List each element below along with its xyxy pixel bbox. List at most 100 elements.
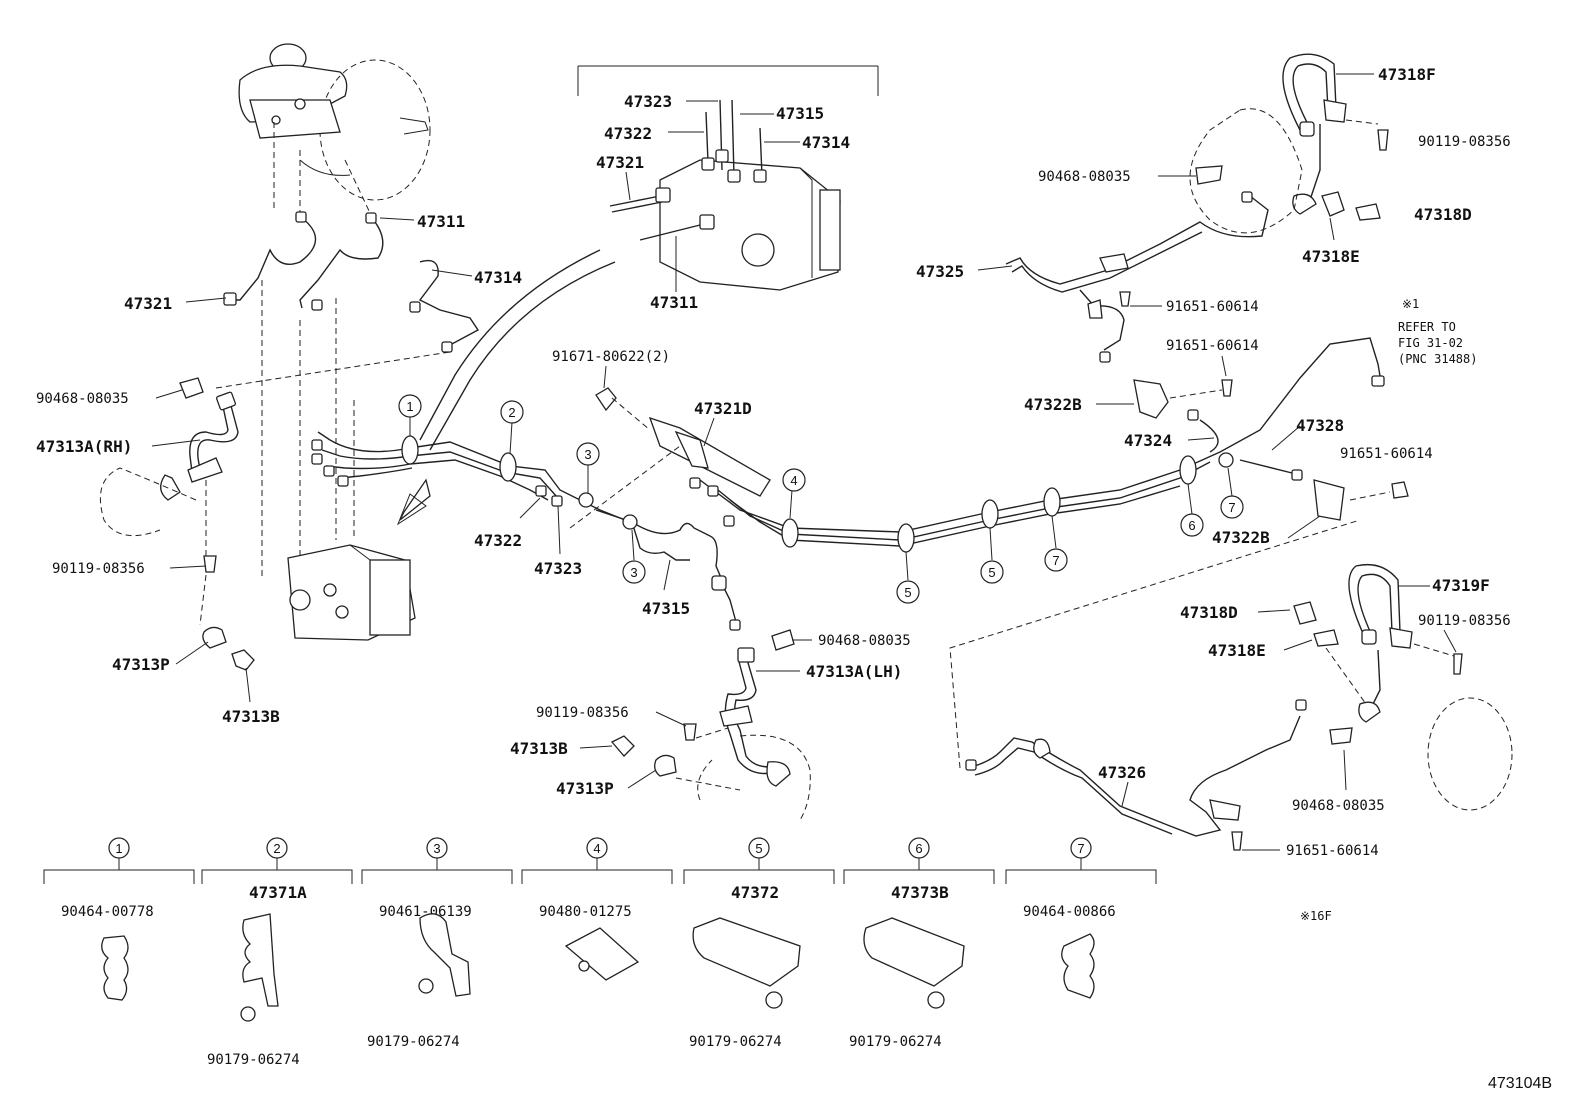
- label-91651-a: 91651-60614: [1166, 299, 1259, 315]
- label-47322-inset: 47322: [604, 124, 652, 143]
- label-47328: 47328: [1296, 416, 1344, 435]
- callout-1: 1: [406, 399, 413, 414]
- label-47321-inset: 47321: [596, 153, 644, 172]
- label-91651-b: 91651-60614: [1166, 338, 1259, 354]
- note-16f: ※16F: [1300, 909, 1332, 923]
- label-47326: 47326: [1098, 763, 1146, 782]
- label-47314-master: 47314: [474, 268, 522, 287]
- label-47318d-rh: 47318D: [1414, 205, 1472, 224]
- clip-nut-6: [927, 991, 945, 1009]
- clamp-shape-6: [863, 917, 965, 987]
- label-47325: 47325: [916, 262, 964, 281]
- callout-3b: 3: [630, 565, 637, 580]
- clip-nut-2: [240, 1006, 256, 1022]
- legend-callout-7: 7: [1077, 841, 1084, 856]
- note-refer-line2: FIG 31-02: [1398, 336, 1463, 350]
- label-47313b-lh: 47313B: [510, 739, 568, 758]
- label-47315-inset: 47315: [776, 104, 824, 123]
- label-90468-rh: 90468-08035: [36, 391, 129, 407]
- legend-part-label-1: 90464-00778: [61, 904, 154, 920]
- label-47323-inset: 47323: [624, 92, 672, 111]
- brackets-47322b: [1133, 379, 1409, 521]
- legend-top-label-6: 47373B: [891, 883, 949, 902]
- master-cylinder-assembly: [238, 43, 431, 201]
- callout-5b: 5: [988, 565, 995, 580]
- legend-callout-1: 1: [115, 841, 122, 856]
- legend-part-label-7: 90464-00866: [1023, 904, 1116, 920]
- clamp-group-7: 7 90464-00866: [1005, 837, 1157, 999]
- legend-callout-2: 2: [273, 841, 280, 856]
- rear-rh-flex-hose: [1189, 53, 1389, 234]
- label-47313a-lh: 47313A(LH): [806, 662, 902, 681]
- clip-nut-3: [418, 978, 434, 994]
- label-47313p-rh: 47313P: [112, 655, 170, 674]
- clamp-shape-3: [419, 913, 471, 997]
- callout-5a: 5: [904, 585, 911, 600]
- legend-callout-circle-2: [266, 837, 288, 859]
- legend-bottom-label-3: 90179-06274: [367, 1034, 460, 1050]
- clamp-group-4: 4 90480-01275: [521, 837, 673, 981]
- abs-actuator-lower: [287, 544, 416, 641]
- label-90119-rear-lh: 90119-08356: [1418, 613, 1511, 629]
- label-91651-c: 91651-60614: [1340, 446, 1433, 462]
- diagram-id: 473104B: [1488, 1075, 1552, 1092]
- clamp-shape-7: [1061, 933, 1095, 999]
- label-47322b-upper: 47322B: [1024, 395, 1082, 414]
- clamp-shape-2: [242, 913, 279, 1007]
- legend-top-label-5: 47372: [731, 883, 779, 902]
- label-47313p-lh: 47313P: [556, 779, 614, 798]
- clamp-shape-4: [564, 927, 640, 981]
- main-tube-harness: [311, 337, 1385, 631]
- legend-part-label-3: 90461-06139: [379, 904, 472, 920]
- legend-callout-5: 5: [755, 841, 762, 856]
- label-47318d-lh: 47318D: [1180, 603, 1238, 622]
- note-refer-line3: (PNC 31488): [1398, 352, 1477, 366]
- note-x1: ※1: [1402, 297, 1419, 311]
- label-47318e-lh: 47318E: [1208, 641, 1266, 660]
- part-labels: 47311 47314 47321 90468-08035 47313A(RH)…: [36, 65, 1511, 923]
- callout-2: 2: [508, 405, 515, 420]
- callout-bubbles: 1 2 3 3 4 5 5 7 6 7: [398, 394, 1244, 604]
- label-47321d: 47321D: [694, 399, 752, 418]
- label-47324: 47324: [1124, 431, 1172, 450]
- clip-nut-4: [578, 960, 590, 972]
- legend-callout-4: 4: [593, 841, 600, 856]
- rear-lh-flex-hose: [1293, 563, 1513, 811]
- callout-6: 6: [1188, 518, 1195, 533]
- label-47313b-rh: 47313B: [222, 707, 280, 726]
- abs-actuator-inset: [577, 65, 879, 292]
- clamp-legend: 1 90464-00778 2 47371A 90179-06274 3 90461-061…: [43, 837, 1157, 1068]
- label-47318e-rh: 47318E: [1302, 247, 1360, 266]
- label-90119-rh: 90119-08356: [52, 561, 145, 577]
- clamp-shape-5: [692, 917, 801, 987]
- legend-callout-circle-3: [426, 837, 448, 859]
- clamp-group-5: 5 47372 90179-06274: [683, 837, 835, 1050]
- legend-part-label-4: 90480-01275: [539, 904, 632, 920]
- legend-callout-3: 3: [433, 841, 440, 856]
- callout-7a: 7: [1052, 553, 1059, 568]
- label-90119-rear-rh: 90119-08356: [1418, 134, 1511, 150]
- label-47321-master: 47321: [124, 294, 172, 313]
- callout-4: 4: [790, 473, 797, 488]
- legend-callout-circle-6: [908, 837, 930, 859]
- clamp-group-1: 1 90464-00778: [43, 837, 195, 1001]
- callout-7b: 7: [1228, 500, 1235, 515]
- label-91671: 91671-80622(2): [552, 349, 670, 365]
- label-47319f: 47319F: [1432, 576, 1490, 595]
- label-47311-master: 47311: [417, 212, 465, 231]
- legend-bottom-label-5: 90179-06274: [689, 1034, 782, 1050]
- label-47311-inset: 47311: [650, 293, 698, 312]
- label-90468-rear-lh: 90468-08035: [1292, 798, 1385, 814]
- label-47322-center: 47322: [474, 531, 522, 550]
- label-47314-inset: 47314: [802, 133, 850, 152]
- clip-nut-5: [765, 991, 783, 1009]
- label-47323-center: 47323: [534, 559, 582, 578]
- bracket-47321d: [569, 387, 771, 529]
- label-47315-center: 47315: [642, 599, 690, 618]
- legend-callout-circle-5: [748, 837, 770, 859]
- front-rh-flex-hose: [99, 377, 255, 671]
- legend-top-label-2: 47371A: [249, 883, 307, 902]
